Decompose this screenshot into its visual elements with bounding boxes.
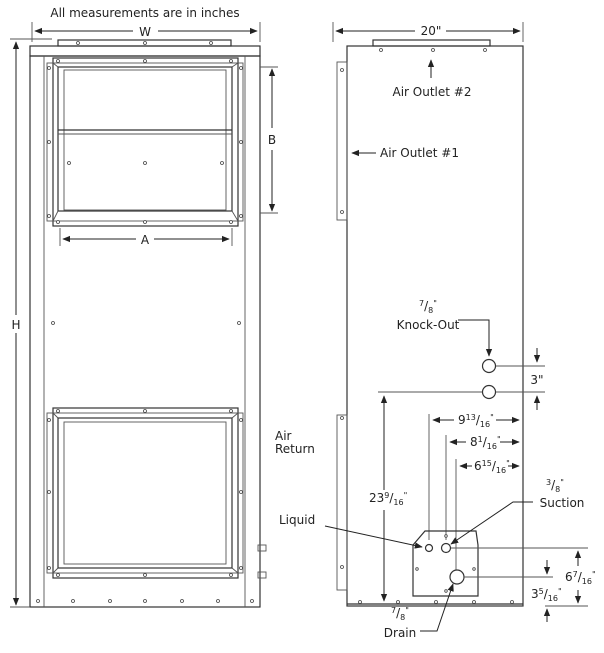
suction-size: 3/8" [546, 478, 564, 494]
drain-size: 7/8" [391, 606, 409, 622]
air-outlet-1-label: Air Outlet #1 [380, 146, 459, 160]
b-label: B [268, 133, 276, 147]
knockout-text: Knock-Out [397, 318, 460, 332]
liquid-line-hole [424, 543, 434, 553]
title-note: All measurements are in inches [50, 6, 239, 20]
width-label: W [139, 25, 151, 39]
drain-label: Drain [384, 626, 416, 640]
knockout-hole-2 [481, 384, 497, 400]
supply-opening-frame [46, 57, 244, 227]
knockout-label: 7/8" [419, 299, 437, 315]
a-label: A [141, 233, 150, 247]
dim-3-label: 615/16" [474, 459, 510, 475]
connection-plate [412, 530, 479, 597]
suction-label: Suction [540, 496, 585, 510]
liquid-label: Liquid [279, 513, 315, 527]
drain-height-label: 35/16" [531, 587, 562, 603]
width-dim-label: 20" [421, 24, 442, 38]
knockout-spacing-label: 3" [530, 373, 543, 387]
dim-2-label: 81/16" [470, 435, 501, 451]
height-label: H [11, 318, 20, 332]
drain-hole [449, 569, 465, 585]
return-opening-frame [46, 407, 244, 579]
height-dim-label: 239/16" [369, 491, 407, 507]
air-return-label-2: Return [275, 442, 315, 456]
screws-side [340, 48, 514, 604]
knockout-hole [481, 358, 497, 374]
dim-1-label: 913/16" [458, 413, 494, 429]
suction-height-label: 67/16" [565, 570, 596, 586]
suction-line-hole [440, 542, 452, 554]
side-view: 20" Air Outlet #2 Air Outlet #1 7/8" Kno… [279, 22, 596, 640]
screws [36, 41, 254, 603]
air-outlet-2-label: Air Outlet #2 [393, 85, 472, 99]
air-return-label: Air [275, 429, 292, 443]
front-view: W H B A Air Return [10, 22, 315, 608]
